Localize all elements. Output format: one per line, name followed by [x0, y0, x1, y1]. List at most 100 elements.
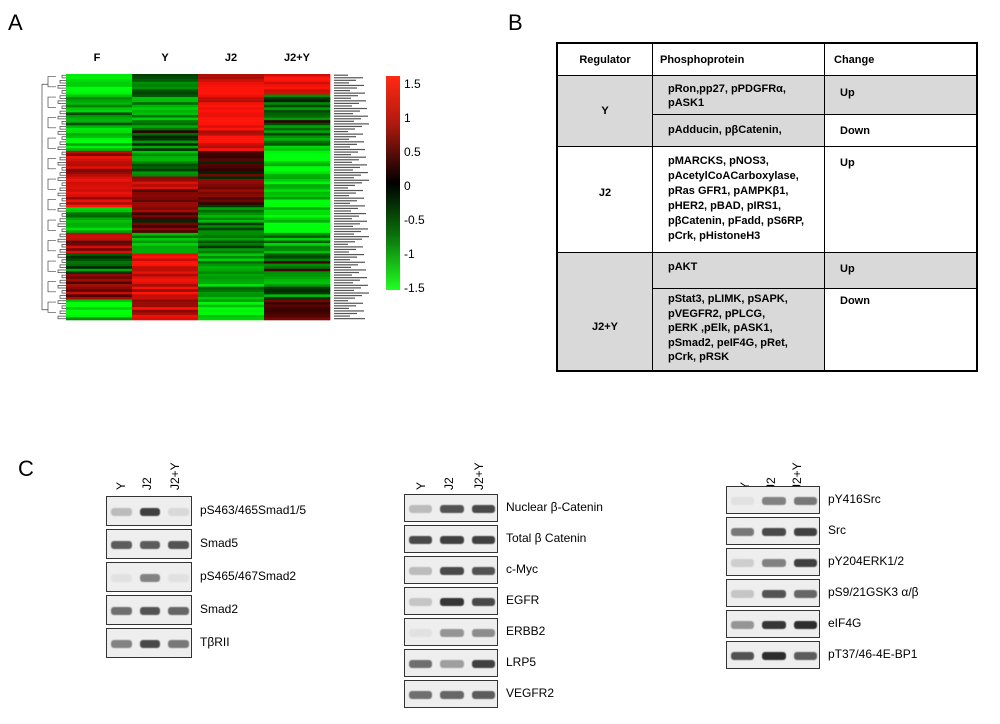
heatmap-cell	[198, 91, 265, 95]
heatmap-cell	[264, 243, 331, 246]
row-label-mark	[334, 74, 348, 76]
heatmap-cell	[264, 209, 331, 213]
scale-label: -0.5	[404, 213, 425, 227]
heatmap-cell	[198, 312, 265, 316]
heatmap-cell	[264, 296, 331, 300]
heatmap-cell	[66, 317, 133, 321]
heatmap-cell	[132, 197, 199, 200]
heatmap-cell	[66, 143, 133, 147]
heatmap-cell	[66, 207, 133, 211]
row-label-mark	[334, 156, 366, 158]
heatmap-cell	[66, 91, 133, 95]
blot-label: Src	[828, 523, 846, 537]
panel-letter-c: C	[18, 456, 34, 481]
heatmap-cell	[132, 261, 199, 264]
heatmap-cell	[132, 158, 199, 162]
heatmap-cell	[198, 132, 265, 136]
blot-band	[139, 607, 161, 615]
heatmap-cell	[264, 279, 331, 282]
row-label-mark	[334, 197, 364, 199]
blot-label: Smad5	[200, 536, 239, 550]
row-label-mark	[334, 289, 354, 292]
heatmap-cell	[132, 271, 199, 275]
blot-label: c-Myc	[506, 562, 538, 576]
row-label-mark	[334, 310, 364, 312]
heatmap-cell	[66, 214, 133, 218]
shade-y-change	[824, 76, 976, 114]
heatmap-cell	[264, 115, 331, 118]
heatmap-cell	[264, 261, 331, 264]
heatmap-cell	[66, 286, 133, 290]
header-phosphoprotein: Phosphoprotein	[660, 54, 745, 66]
blot-label: pS465/467Smad2	[200, 569, 297, 583]
heatmap-cell	[198, 161, 265, 164]
blot-band	[440, 660, 464, 668]
row-label-mark	[334, 218, 352, 220]
heatmap-cell	[132, 79, 199, 82]
row-label-mark	[334, 161, 352, 163]
heatmap-cell	[66, 132, 133, 136]
heatmap-cell	[198, 238, 265, 241]
heatmap-cell	[198, 263, 265, 267]
heatmap-cell	[264, 214, 331, 218]
heatmap-cell	[132, 312, 199, 316]
heatmap-cell	[264, 248, 331, 252]
blot-strip	[726, 517, 820, 545]
row-label-mark	[334, 279, 360, 281]
heatmap-cell	[132, 181, 199, 185]
heatmap-row-labels	[334, 74, 369, 320]
heatmap-cell	[198, 143, 265, 147]
row-label-mark	[334, 110, 360, 112]
heatmap-cell	[132, 191, 199, 195]
heatmap-cell	[66, 263, 133, 267]
heatmap-cell	[132, 127, 199, 131]
blot-label: Nuclear β-Catenin	[506, 500, 603, 514]
heatmap-cell	[66, 150, 133, 154]
row-label-mark	[334, 120, 354, 122]
row-label-mark	[334, 294, 362, 297]
heatmap-cell	[66, 184, 133, 188]
heatmap-cell	[198, 153, 265, 157]
heatmap-dendrogram	[41, 74, 66, 320]
row-label-mark	[334, 97, 351, 99]
blot-strip	[404, 618, 498, 646]
heatmap-cell	[132, 281, 199, 285]
row-label-mark	[334, 210, 351, 212]
blot-band	[731, 497, 755, 505]
scale-label: -1.5	[404, 281, 425, 295]
row-label-mark	[334, 113, 353, 115]
row-label-mark	[334, 307, 349, 309]
heatmap-cell	[66, 115, 133, 118]
blot-band	[139, 508, 161, 516]
heatmap-cell	[198, 135, 265, 139]
row-label-mark	[334, 271, 359, 274]
heatmap-cell	[198, 117, 265, 121]
shade-j2y	[558, 252, 824, 370]
heatmap-cell	[264, 302, 331, 305]
row-label-mark	[334, 223, 360, 225]
heatmap-cell	[132, 299, 199, 303]
heatmap-cell	[264, 317, 331, 321]
heatmap-cell	[264, 299, 331, 303]
heatmap-cell	[66, 189, 133, 193]
heatmap-cell	[132, 122, 199, 126]
blot-band	[762, 528, 786, 536]
heatmap-cell	[132, 204, 199, 208]
heatmap-cell	[66, 227, 133, 231]
row-label-mark	[334, 277, 367, 279]
heatmap-cell	[132, 156, 199, 159]
heatmap-cell	[132, 76, 199, 80]
heatmap-cell	[66, 161, 133, 164]
blot-strip	[106, 628, 192, 658]
heatmap-cell	[66, 273, 133, 277]
heatmap-cell	[66, 179, 133, 182]
heatmap-cell	[132, 220, 199, 223]
heatmap-cell	[264, 179, 331, 182]
blot-label: TβRII	[200, 635, 230, 649]
row-label-mark	[334, 315, 350, 317]
heatmap-cell	[132, 125, 199, 129]
heatmap-cell	[264, 94, 331, 98]
lane-label: J2+Y	[472, 462, 486, 490]
heatmap-cell	[264, 184, 331, 188]
heatmap-cell	[264, 107, 331, 111]
